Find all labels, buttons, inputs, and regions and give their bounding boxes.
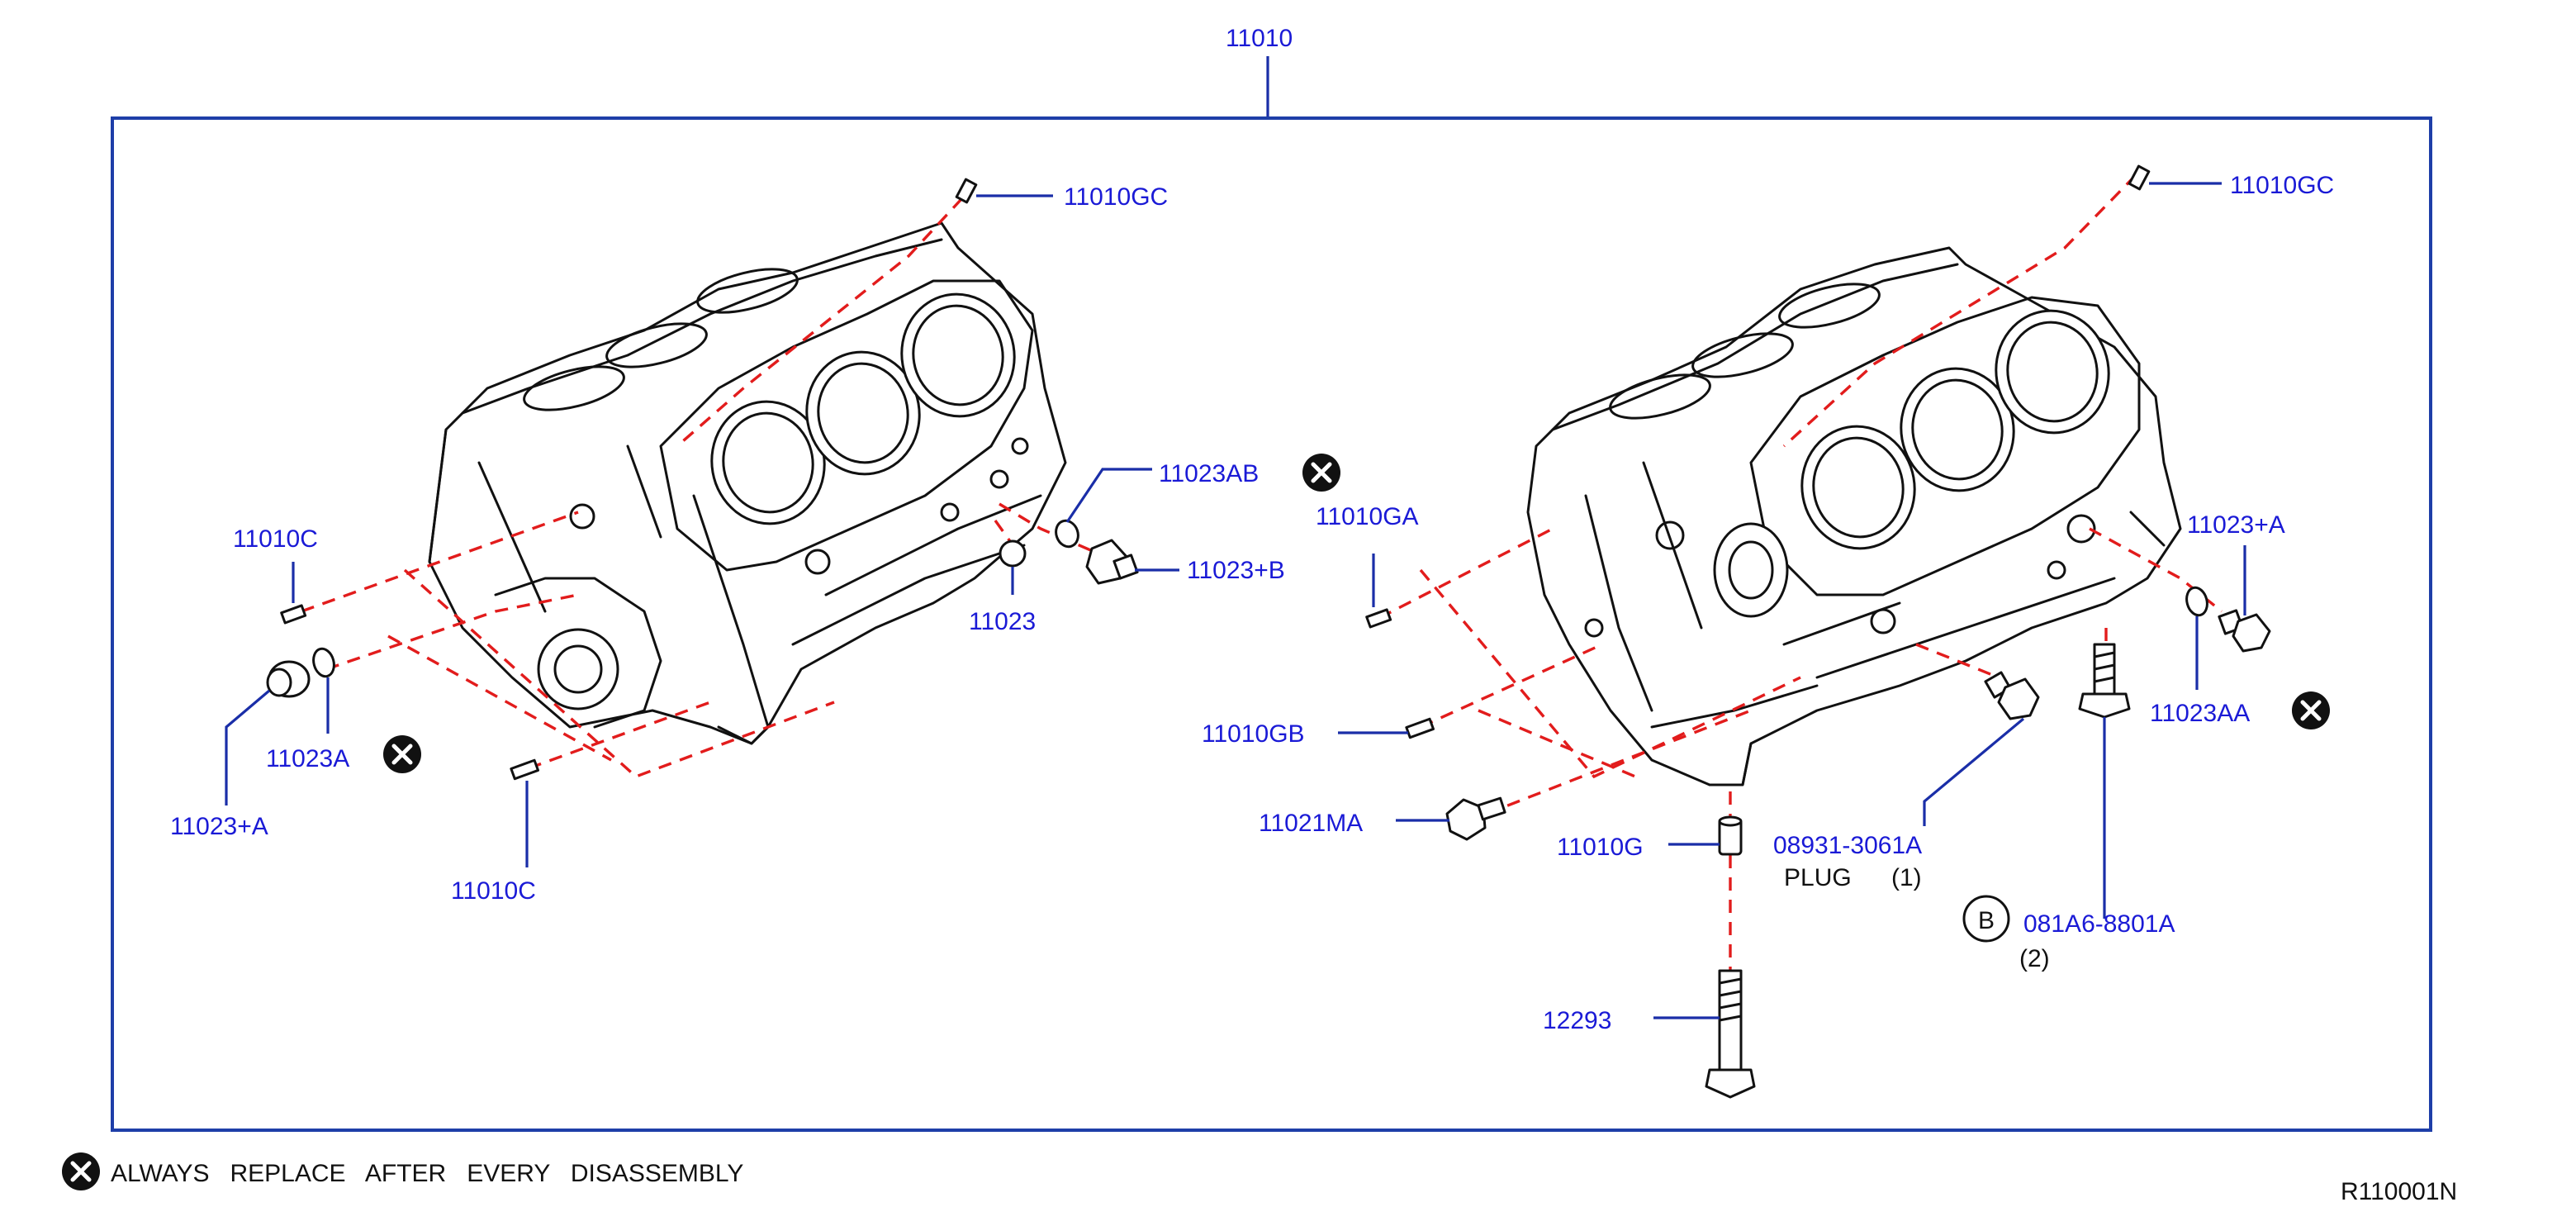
right-dowel-ga[interactable] — [1365, 608, 1392, 629]
right-plug-08931[interactable] — [1984, 671, 2040, 720]
label-right-aa[interactable]: 11023AA — [2150, 700, 2250, 727]
figure-code: R110001N — [2341, 1178, 2457, 1205]
left-plug-11023[interactable] — [999, 539, 1027, 568]
label-right-ma[interactable]: 11021MA — [1259, 810, 1363, 837]
right-bolt-081a6[interactable] — [2078, 643, 2131, 719]
label-left-11023[interactable]: 11023 — [969, 608, 1036, 635]
left-plug-11023-plus-a[interactable] — [266, 660, 311, 698]
leader-left-ab — [1065, 468, 1152, 523]
b-circle-marker: B — [1962, 895, 2010, 943]
label-right-gc[interactable]: 11010GC — [2230, 172, 2334, 199]
label-right-plug-qty: (1) — [1891, 864, 1922, 891]
leader-left-plus-a — [225, 689, 271, 805]
label-left-ab[interactable]: 11023AB — [1159, 460, 1259, 487]
left-plug-11023-plus-b[interactable] — [1085, 539, 1139, 585]
left-dowel-gc[interactable] — [955, 178, 978, 204]
label-left-gc[interactable]: 11010GC — [1064, 183, 1168, 211]
label-right-bolt-number[interactable]: 081A6-8801A — [2023, 910, 2175, 938]
label-right-gb[interactable]: 11010GB — [1202, 720, 1305, 748]
right-bolt-11021ma[interactable] — [1445, 796, 1506, 841]
label-right-12293[interactable]: 12293 — [1543, 1007, 1611, 1034]
left-washer-11023ab[interactable] — [1052, 518, 1081, 550]
assembly-frame — [111, 116, 2432, 1132]
left-washer-11023a[interactable] — [311, 646, 337, 678]
label-right-ga[interactable]: 11010GA — [1316, 503, 1419, 530]
label-left-plus-a[interactable]: 11023+A — [170, 813, 268, 840]
label-right-bolt-qty: (2) — [2019, 945, 2050, 972]
left-dowel-c-upper[interactable] — [280, 604, 307, 625]
right-dowel-gc[interactable] — [2128, 164, 2151, 191]
label-left-plus-b[interactable]: 11023+B — [1187, 557, 1285, 584]
label-left-c-lower[interactable]: 11010C — [451, 877, 536, 905]
label-left-a[interactable]: 11023A — [266, 745, 349, 772]
label-right-g[interactable]: 11010G — [1557, 834, 1644, 861]
leader-right-plug — [1923, 717, 2025, 826]
left-cylinder-block[interactable] — [428, 221, 1067, 745]
right-washer-11023aa[interactable] — [2184, 585, 2210, 617]
right-bolt-12293[interactable] — [1705, 969, 1756, 1099]
x-circle-icon — [62, 1152, 100, 1190]
right-plug-11023-plus-a[interactable] — [2218, 609, 2271, 653]
label-right-plug-number[interactable]: 08931-3061A — [1773, 832, 1922, 859]
right-cylinder-block[interactable] — [1526, 246, 2182, 786]
label-right-plus-a[interactable]: 11023+A — [2187, 511, 2285, 539]
x-circle-icon — [383, 735, 421, 773]
assembly-label[interactable]: 11010 — [1226, 25, 1293, 52]
label-left-c-upper[interactable]: 11010C — [233, 525, 318, 553]
left-locator-lines — [301, 197, 1099, 778]
x-circle-icon — [2292, 691, 2330, 729]
right-sleeve-11010g[interactable] — [1718, 815, 1743, 856]
left-dowel-c-lower[interactable] — [510, 758, 539, 781]
legend-text: ALWAYS REPLACE AFTER EVERY DISASSEMBLY — [111, 1160, 743, 1187]
x-circle-icon — [1302, 454, 1340, 492]
label-right-plug-name: PLUG — [1784, 864, 1852, 891]
b-marker-text: B — [1978, 907, 1995, 934]
right-dowel-gb[interactable] — [1405, 717, 1435, 739]
